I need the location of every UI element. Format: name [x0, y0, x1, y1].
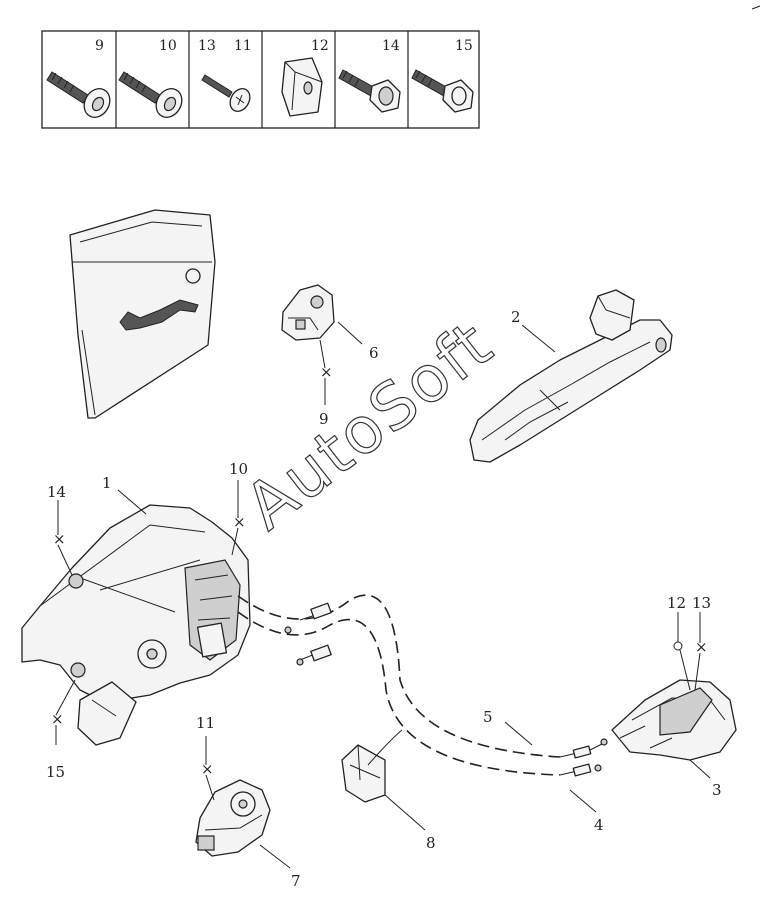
callout-6: 6: [369, 344, 379, 362]
callout-15: 15: [46, 763, 65, 781]
callout-10: 10: [229, 460, 248, 478]
callout-3: 3: [712, 781, 722, 799]
callout-4: 4: [594, 816, 604, 834]
door-overview-illustration: [69, 209, 216, 419]
callout-2: 2: [511, 308, 521, 326]
x-marker: ×: [233, 513, 246, 531]
x-marker: ×: [320, 363, 333, 381]
table-label-12: 12: [311, 38, 329, 54]
table-label-13: 13: [198, 38, 216, 54]
countersunk-bolt-icon: [46, 71, 111, 118]
lock-assembly-part-1: [21, 504, 251, 746]
fastener-table: 9 10 13 11 12 14 15: [41, 30, 480, 129]
callout-14: 14: [47, 483, 66, 501]
cable-clip-part-8: [341, 729, 403, 803]
bracket-part-6: [281, 284, 335, 341]
callout-12: 12: [667, 594, 686, 612]
x-marker: ×: [201, 760, 214, 778]
x-marker: ×: [53, 530, 66, 548]
pan-head-screw-icon: [201, 74, 251, 112]
inner-handle-part-3: [611, 679, 737, 761]
countersunk-bolt-icon: [118, 71, 183, 118]
watermark-text: AutoSoft: [232, 307, 507, 544]
hex-flange-screw-icon: [338, 69, 401, 113]
corner-mark: [751, 5, 761, 10]
callout-11: 11: [196, 714, 215, 732]
callout-5: 5: [483, 708, 493, 726]
table-label-11: 11: [234, 38, 252, 54]
clip-nut-icon: [281, 57, 323, 117]
hex-flange-bolt-icon: [411, 69, 474, 113]
actuator-part-7: [195, 779, 271, 857]
x-marker: ×: [695, 638, 708, 656]
table-label-9: 9: [95, 38, 104, 54]
callout-1: 1: [102, 474, 112, 492]
callout-9: 9: [319, 410, 329, 428]
callout-8: 8: [426, 834, 436, 852]
release-cables-4-5: [237, 594, 608, 777]
table-label-10: 10: [159, 38, 177, 54]
outer-handle-part-2: [469, 289, 673, 463]
callout-13: 13: [692, 594, 711, 612]
table-label-15: 15: [455, 38, 473, 54]
o-marker: [673, 641, 683, 651]
callout-7: 7: [291, 872, 301, 890]
table-label-14: 14: [382, 38, 400, 54]
x-marker: ×: [51, 710, 64, 728]
callout-labels: 2 6 9 1 10 14 15 12 13 5 3 4 8 11 7: [46, 308, 722, 890]
screw-markers: × × × × × ×: [51, 363, 708, 778]
